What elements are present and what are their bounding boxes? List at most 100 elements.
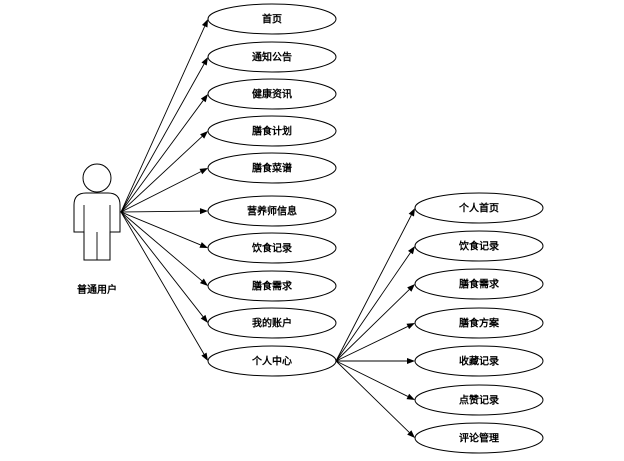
use-case-label: 收藏记录 (459, 355, 499, 368)
use-case-ellipse (207, 41, 337, 73)
arrowhead (201, 19, 208, 28)
arrowhead (200, 314, 208, 323)
use-case-ellipse (414, 230, 544, 262)
use-case-ellipse (207, 195, 337, 227)
use-case-label: 通知公告 (252, 51, 292, 64)
use-case-pc-diet-plan: 膳食方案 (414, 307, 544, 339)
use-case-ellipse (414, 268, 544, 300)
use-case-label: 健康资讯 (252, 88, 292, 101)
use-case-ellipse (207, 3, 337, 35)
edge-line (120, 211, 201, 246)
edge-line (335, 289, 410, 362)
use-case-diet-need: 膳食需求 (207, 270, 337, 302)
edge-actor-to-health-info (120, 94, 208, 213)
use-case-my-account: 我的账户 (207, 307, 337, 339)
use-case-ellipse (207, 115, 337, 147)
use-case-nutritionist-info: 营养师信息 (207, 195, 337, 227)
use-case-label: 膳食需求 (459, 278, 500, 291)
edge-actor-to-home (120, 19, 208, 213)
edge-actor-to-diet-recipe (120, 168, 208, 213)
edge-pc-to-pc-comments (335, 360, 415, 438)
arrowhead (199, 278, 208, 286)
arrowhead (407, 284, 415, 292)
arrowhead (407, 246, 415, 255)
use-case-ellipse (414, 422, 544, 454)
edge-line (335, 360, 410, 433)
use-case-pc-diet-need: 膳食需求 (414, 268, 544, 300)
edge-line (335, 252, 411, 362)
edge-line (120, 63, 205, 213)
use-case-label: 膳食计划 (252, 125, 292, 138)
arrowhead (201, 352, 208, 361)
arrowhead (201, 57, 208, 66)
edge-actor-to-diet-need (120, 211, 208, 286)
arrowhead (199, 168, 208, 175)
arrowhead (408, 208, 415, 217)
use-case-pc-favorites: 收藏记录 (414, 345, 544, 377)
use-case-home: 首页 (207, 3, 337, 35)
arrowhead (406, 393, 415, 400)
actor-ordinary-user: 普通用户 (73, 163, 121, 296)
use-case-label: 营养师信息 (247, 205, 297, 218)
use-case-ellipse (207, 152, 337, 184)
edge-pc-to-pc-favorites (336, 358, 415, 364)
edge-line (120, 211, 205, 355)
edge-actor-to-nutritionist-info (120, 208, 208, 215)
use-case-pc-home: 个人首页 (414, 192, 544, 224)
arrowhead (199, 208, 208, 215)
use-case-ellipse (414, 345, 544, 377)
edge-actor-to-personal-center (120, 211, 208, 361)
edge-line (335, 214, 412, 362)
edge-line (120, 171, 202, 213)
edge-actor-to-notice (120, 57, 208, 213)
use-case-label: 膳食需求 (252, 280, 293, 293)
use-case-label: 首页 (262, 13, 282, 26)
edge-pc-to-pc-diet-plan (335, 323, 415, 362)
use-case-diet-recipe: 膳食菜谱 (207, 152, 337, 184)
use-case-label: 饮食记录 (251, 242, 292, 255)
use-case-ellipse (207, 345, 337, 377)
use-case-ellipse (207, 232, 337, 264)
use-case-label: 我的账户 (252, 317, 292, 330)
use-case-label: 个人中心 (251, 355, 292, 368)
arrowhead (200, 94, 208, 103)
edge-line (120, 210, 201, 213)
edge-line (120, 211, 203, 282)
edge-actor-to-diet-record (120, 211, 208, 248)
arrowhead (407, 430, 415, 438)
arrowhead (199, 242, 208, 248)
edge-pc-to-pc-diet-need (335, 284, 415, 362)
edge-line (120, 211, 204, 317)
edge-line (120, 26, 206, 213)
use-case-ellipse (207, 270, 337, 302)
use-case-notice: 通知公告 (207, 41, 337, 73)
use-case-diet-plan: 膳食计划 (207, 115, 337, 147)
edge-line (335, 326, 408, 362)
actor-label: 普通用户 (77, 283, 117, 296)
use-case-ellipse (414, 307, 544, 339)
arrowhead (406, 323, 415, 330)
use-case-diet-record: 饮食记录 (207, 232, 337, 264)
arrowhead (407, 358, 415, 364)
use-case-label: 评论管理 (459, 432, 499, 445)
use-case-label: 膳食方案 (459, 317, 500, 330)
use-case-label: 膳食菜谱 (252, 162, 292, 175)
use-case-pc-comments: 评论管理 (414, 422, 544, 454)
use-case-pc-likes: 点赞记录 (414, 384, 544, 416)
use-case-ellipse (207, 307, 337, 339)
use-case-label: 饮食记录 (458, 240, 499, 253)
use-case-health-info: 健康资讯 (207, 78, 337, 110)
use-case-label: 个人首页 (458, 202, 499, 215)
edge-line (335, 360, 409, 397)
use-case-ellipse (414, 192, 544, 224)
association-edges (120, 19, 415, 438)
edge-line (120, 136, 203, 213)
use-case-personal-center: 个人中心 (207, 345, 337, 377)
edge-pc-to-pc-likes (335, 360, 415, 400)
actor-body (73, 192, 121, 261)
edge-actor-to-my-account (120, 211, 208, 323)
use-case-pc-diet-record: 饮食记录 (414, 230, 544, 262)
